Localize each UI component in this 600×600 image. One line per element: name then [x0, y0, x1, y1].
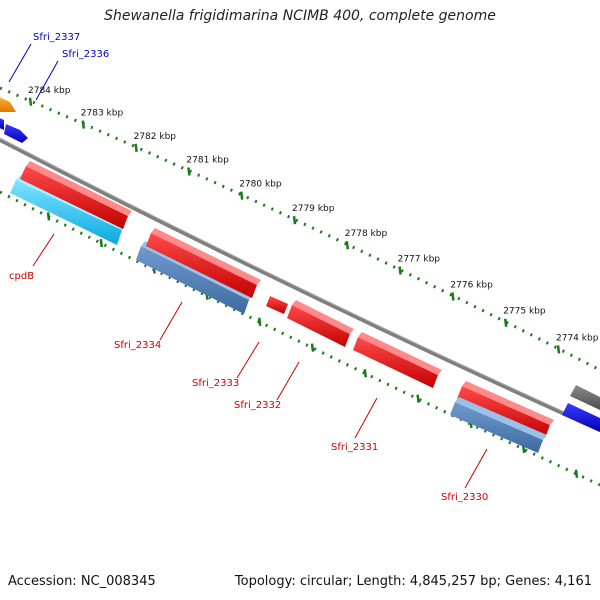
gene-sfri-2336[interactable]	[0, 116, 28, 143]
gene-sfri-2335[interactable]	[20, 161, 132, 229]
gene-sfri-2332[interactable]	[287, 300, 354, 347]
inner-tick-mark	[310, 343, 315, 352]
inner-tick-mark	[99, 238, 104, 248]
label-sfri-2336: Sfri_2336	[62, 49, 109, 60]
map-title: Shewanella frigidimarina NCIMB 400, comp…	[104, 8, 496, 24]
outer-tick-mark	[292, 216, 297, 225]
label-cpdb: cpdB	[9, 271, 34, 282]
gene-sfri-2331[interactable]	[353, 332, 442, 388]
label-sfri-2337: Sfri_2337	[33, 32, 80, 43]
gene-sfri-2328[interactable]	[562, 403, 600, 432]
scale-tick-labels: 2784 kbp 2783 kbp 2782 kbp 2781 kbp 2780 kbp…	[28, 86, 599, 344]
outer-tick-mark	[398, 266, 402, 275]
inner-tick-mark	[257, 317, 262, 326]
outer-tick-mark	[187, 167, 191, 176]
scale-tick-label: 2776 kbp	[450, 280, 493, 290]
outer-tick-mark	[28, 97, 33, 106]
scale-tick-label: 2784 kbp	[28, 86, 71, 96]
inner-tick-mark	[46, 212, 51, 221]
outer-tick-mark	[451, 292, 455, 301]
label-sfri-2330: Sfri_2330	[441, 492, 488, 503]
scale-tick-label: 2781 kbp	[186, 156, 229, 166]
outer-tick-mark	[556, 345, 561, 354]
scale-tick-label: 2780 kbp	[239, 180, 282, 190]
outer-scale-ring	[0, 86, 600, 372]
gene-sfri-2333[interactable]	[266, 296, 288, 314]
label-leader-lines	[8, 43, 488, 489]
inner-scale-ring	[0, 190, 600, 487]
scale-tick-label: 2777 kbp	[398, 255, 441, 265]
genome-summary-text: Topology: circular; Length: 4,845,257 bp…	[234, 574, 592, 589]
gene-sfri-2334b[interactable]	[146, 228, 261, 298]
inner-tick-mark	[574, 469, 579, 478]
label-sfri-2332: Sfri_2332	[234, 400, 281, 411]
outer-tick-mark	[81, 120, 86, 129]
gene-sfri-2330[interactable]	[457, 381, 554, 438]
scale-tick-label: 2779 kbp	[292, 204, 335, 214]
gene-sfri-2330b[interactable]	[450, 397, 547, 453]
scale-tick-label: 2782 kbp	[134, 132, 177, 142]
outer-tick-mark	[345, 241, 350, 250]
outer-tick-mark	[239, 191, 244, 200]
outer-tick-mark	[503, 318, 508, 327]
label-sfri-2334: Sfri_2334	[114, 340, 161, 351]
inner-tick-mark	[363, 369, 368, 378]
accession-text: Accession: NC_008345	[8, 574, 156, 589]
gene-sfri-2337[interactable]	[0, 95, 16, 112]
inner-tick-mark	[416, 394, 420, 403]
outer-major-ticks	[28, 97, 561, 354]
gene-sfri-2329[interactable]	[570, 385, 600, 410]
scale-tick-label: 2774 kbp	[556, 333, 599, 343]
genome-backbone	[0, 138, 600, 432]
label-sfri-2333: Sfri_2333	[192, 378, 239, 389]
label-sfri-2331: Sfri_2331	[331, 442, 378, 453]
outer-tick-mark	[134, 143, 138, 152]
scale-tick-label: 2775 kbp	[503, 307, 546, 317]
scale-tick-label: 2778 kbp	[345, 229, 388, 239]
scale-tick-label: 2783 kbp	[81, 109, 124, 119]
